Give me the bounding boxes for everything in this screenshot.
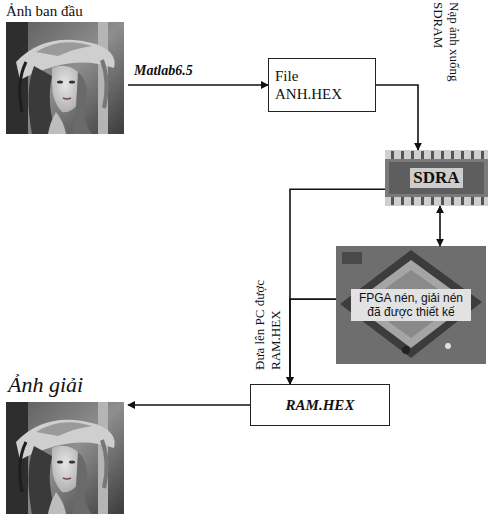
- node-label: FPGA nén, giải nén đã được thiết kế: [351, 289, 471, 321]
- node-label: SDRA: [410, 168, 462, 188]
- photo-node: Ảnh giải: [4, 372, 128, 514]
- connector-arrow: [128, 404, 250, 406]
- node-label: RAM.HEX: [286, 396, 355, 414]
- edge-label: Đưa lên PC được RAM.HEX: [252, 240, 284, 370]
- edge-label: Matlab6.5: [134, 62, 244, 79]
- decoded-photo: [6, 402, 124, 514]
- node-label: File ANH.HEX: [275, 67, 349, 103]
- node-label: Ảnh ban đầu: [4, 2, 128, 20]
- node-label: Ảnh giải: [4, 372, 128, 398]
- photo-node: Ảnh ban đầu: [4, 2, 128, 136]
- connector-arrow: [376, 85, 418, 150]
- connector-arrow: [128, 84, 268, 86]
- process-box: RAM.HEX: [250, 384, 390, 426]
- sdram-chip: SDRA: [385, 150, 488, 206]
- edge-label: Nạp ảnh xuống SDRAM: [430, 2, 462, 114]
- process-box: File ANH.HEX: [268, 58, 376, 112]
- connector-arrow: [439, 206, 441, 246]
- fpga-chip: FPGA nén, giải nén đã được thiết kế: [336, 246, 486, 364]
- original-photo: [6, 22, 124, 134]
- connector-arrow: [290, 189, 385, 384]
- connector-arrow: [290, 299, 336, 384]
